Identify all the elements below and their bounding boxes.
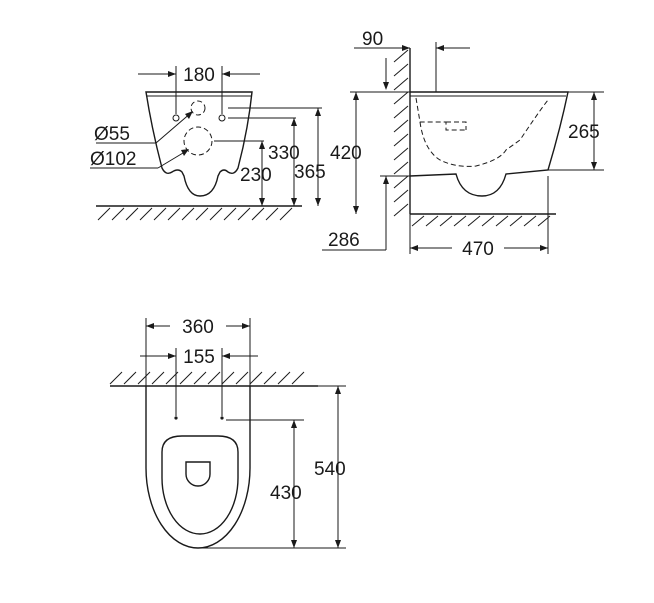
wall-hatching xyxy=(393,49,409,217)
arrow-55 xyxy=(185,111,193,119)
label-265: 265 xyxy=(568,122,600,143)
floor-hatching-side xyxy=(411,215,551,227)
wall-hatching-top xyxy=(109,371,305,385)
mounting-hole-right xyxy=(218,114,226,122)
arrow-430-top xyxy=(291,420,297,428)
arrow-155-left xyxy=(168,353,176,359)
arrow-420-top xyxy=(353,92,359,100)
bowl-outline-side xyxy=(409,91,569,197)
arrow-90-left xyxy=(402,45,410,51)
arrow-430-bottom xyxy=(291,540,297,548)
front-view: 180 Ø55 Ø102 230 330 365 xyxy=(90,65,326,221)
arrow-90-right xyxy=(436,45,444,51)
label-dia-102: Ø102 xyxy=(90,149,136,170)
arrow-230-bottom xyxy=(259,198,265,206)
arrow-365-bottom xyxy=(315,198,321,206)
arrow-540-top xyxy=(335,386,341,394)
drain-top xyxy=(185,461,211,487)
floor-hatching-front xyxy=(97,207,293,221)
arrow-330-bottom xyxy=(291,198,297,206)
bowl-outline-front xyxy=(145,91,253,197)
label-360: 360 xyxy=(182,317,214,338)
mounting-hole-left xyxy=(172,114,180,122)
outlet-hole-102 xyxy=(183,126,213,156)
arrow-90-vert xyxy=(383,82,389,90)
inlet-hole-55 xyxy=(190,100,206,116)
label-540: 540 xyxy=(314,459,346,480)
arrow-360-left xyxy=(146,323,154,329)
trap-dashed-side xyxy=(415,97,549,167)
arrow-180-right xyxy=(222,71,230,77)
label-dia-55: Ø55 xyxy=(94,124,130,145)
arrow-330-top xyxy=(291,118,297,126)
label-420: 420 xyxy=(330,143,362,164)
arrow-265-top xyxy=(591,92,597,100)
arrow-470-left xyxy=(410,245,418,251)
label-365: 365 xyxy=(294,162,326,183)
label-330: 330 xyxy=(268,143,300,164)
arrow-102 xyxy=(181,149,189,156)
label-155: 155 xyxy=(183,347,215,368)
label-430: 430 xyxy=(270,483,302,504)
arrow-540-bottom xyxy=(335,540,341,548)
arrow-286-top xyxy=(383,176,389,184)
arrow-155-right xyxy=(222,353,230,359)
arrow-360-right xyxy=(242,323,250,329)
mount-dot-right xyxy=(220,416,224,420)
top-view: 360 155 430 540 xyxy=(109,317,346,549)
leader-55 xyxy=(155,111,193,144)
arrow-470-right xyxy=(540,245,548,251)
arrow-230-top xyxy=(259,141,265,149)
label-90: 90 xyxy=(362,29,383,50)
arrow-420-bottom xyxy=(353,206,359,214)
arrow-365-top xyxy=(315,108,321,116)
mount-dot-left xyxy=(174,416,178,420)
label-470: 470 xyxy=(462,239,494,260)
arrow-180-left xyxy=(168,71,176,77)
label-286: 286 xyxy=(328,230,360,251)
label-230: 230 xyxy=(240,165,272,186)
label-180: 180 xyxy=(183,65,215,86)
seat-opening-top xyxy=(161,435,239,535)
arrow-265-bottom xyxy=(591,162,597,170)
side-view: 90 420 286 265 470 xyxy=(322,29,604,260)
